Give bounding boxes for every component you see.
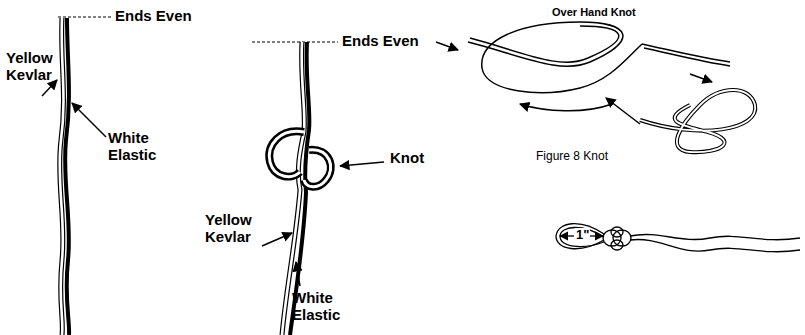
overhand-knot (436, 22, 730, 111)
part-name: White Elastic (292, 290, 354, 323)
ends-even-line (58, 17, 112, 18)
part-name: Yellow Kevlar (205, 212, 263, 245)
ends-even-label: Ends Even (342, 33, 452, 50)
ends-even-label: Ends Even (115, 8, 225, 25)
knot-name: Figure 8 Knot (536, 150, 646, 163)
ends-even-line (252, 42, 338, 43)
leader-arrow (262, 233, 292, 246)
figure-8-knot (640, 90, 755, 152)
kevlar-strand (60, 18, 64, 335)
knot-name: Over Hand Knot (552, 6, 662, 18)
callout-label: Knot (390, 150, 450, 167)
part-name: Yellow Kevlar (6, 50, 64, 83)
part-name: White Elastic (108, 130, 170, 163)
finished-loop (556, 224, 800, 252)
leader-arrow (340, 162, 384, 166)
leader-arrow (296, 262, 300, 286)
leader-arrow (606, 98, 640, 124)
dimension: 1" (575, 228, 590, 242)
elastic-strand (65, 18, 69, 335)
leader-arrow (72, 103, 106, 137)
figure-8-knot-core (640, 90, 755, 152)
knot-loop (269, 131, 330, 186)
